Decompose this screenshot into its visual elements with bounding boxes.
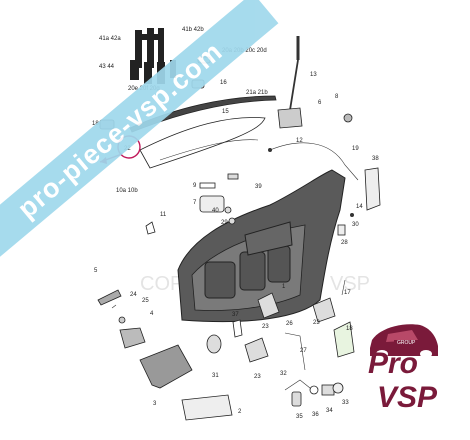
handle-23-a (257, 292, 280, 319)
part-label-p41b: 41b 42b (182, 27, 204, 33)
clip-37 (232, 319, 243, 338)
part-label-p36: 36 (312, 412, 319, 418)
handle-23-b (244, 337, 269, 363)
lock-4 (119, 327, 146, 349)
part-label-p11: 11 (160, 212, 167, 218)
logo-brand-text: Pro (368, 347, 419, 380)
part-label-p24: 24 (130, 292, 137, 298)
bracket-38 (364, 167, 381, 211)
gas-strut (288, 36, 300, 114)
part-label-p35: 35 (296, 414, 303, 420)
part-label-p10: 10a 10b (116, 188, 138, 194)
part-label-p23c: 23 (313, 320, 320, 326)
ring-36 (309, 385, 319, 395)
tailgate-inner-panel (177, 169, 346, 323)
part-label-p28: 28 (341, 240, 348, 246)
part-label-p16: 16 (220, 80, 227, 86)
plate-2 (181, 394, 233, 421)
buffer-11 (145, 221, 156, 235)
copyright-brand-watermark: VSP (330, 273, 370, 295)
strut-17 (341, 279, 346, 296)
part-label-p29: 29 (221, 220, 228, 226)
part-label-p30: 30 (352, 222, 359, 228)
lamp-housing-3 (139, 344, 193, 389)
bulb-35 (291, 391, 302, 407)
module-7 (199, 195, 225, 213)
cap-33 (332, 382, 344, 394)
part-label-p41a42a: 41a 42a (99, 36, 121, 42)
part-label-p4344: 43 44 (99, 64, 115, 70)
grommet-25 (118, 316, 126, 324)
part-label-p38: 38 (372, 156, 379, 162)
part-label-p6: 6 (318, 100, 322, 106)
logo-sub-text: VSP (377, 381, 438, 414)
part-label-p3: 3 (153, 401, 157, 407)
part-label-p15: 15 (222, 109, 229, 115)
part-label-p19: 19 (352, 146, 359, 152)
glass-15 (139, 117, 266, 169)
cord-26 (284, 332, 306, 371)
part-label-p13: 13 (310, 72, 317, 78)
part-label-p34: 34 (326, 408, 333, 414)
part-label-p7: 7 (193, 200, 197, 206)
part-label-p9: 9 (193, 183, 197, 189)
spoiler-21 (129, 95, 277, 133)
bar-9 (199, 182, 216, 189)
pin-24 (111, 304, 117, 309)
handle-5 (97, 289, 122, 306)
part-label-p2: 2 (238, 409, 242, 415)
part-label-p25: 25 (142, 298, 149, 304)
handle-23-c (312, 297, 336, 323)
hinge-6 (277, 107, 303, 129)
cable-end (268, 148, 272, 152)
part-label-p5: 5 (94, 268, 98, 274)
emblem-31 (206, 334, 222, 354)
part-label-p1: 1 (282, 284, 286, 290)
part-label-p23b: 23 (254, 374, 261, 380)
screw-40 (224, 206, 232, 214)
part-label-p26: 26 (286, 321, 293, 327)
part-label-p39: 39 (255, 184, 262, 190)
screw-30 (350, 213, 354, 217)
holder-34 (321, 384, 335, 396)
part-label-p21: 21a 21b (246, 90, 268, 96)
panel-18 (333, 321, 355, 358)
logo-group-tag: GROUP (394, 340, 419, 346)
cable-19 (269, 142, 359, 181)
part-label-p12: 12 (296, 138, 303, 144)
part-label-p32: 32 (280, 371, 287, 377)
screw-29 (228, 217, 236, 225)
part-label-p8: 8 (335, 94, 339, 100)
stop-28 (337, 224, 346, 236)
wire-32 (284, 379, 316, 393)
lock-8 (343, 113, 353, 123)
part-label-p17: 17 (344, 290, 351, 296)
glass-trim (159, 139, 259, 161)
part-label-p23a: 23 (262, 324, 269, 330)
part-label-p18b: 18 (346, 326, 353, 332)
clip-39 (227, 173, 239, 180)
part-label-p14: 14 (356, 204, 363, 210)
part-label-p4: 4 (150, 311, 154, 317)
part-label-p37: 37 (232, 312, 239, 318)
part-label-p33: 33 (342, 400, 349, 406)
part-label-p40: 40 (212, 208, 219, 214)
part-label-p31: 31 (212, 373, 219, 379)
part-label-p27: 27 (300, 348, 307, 354)
